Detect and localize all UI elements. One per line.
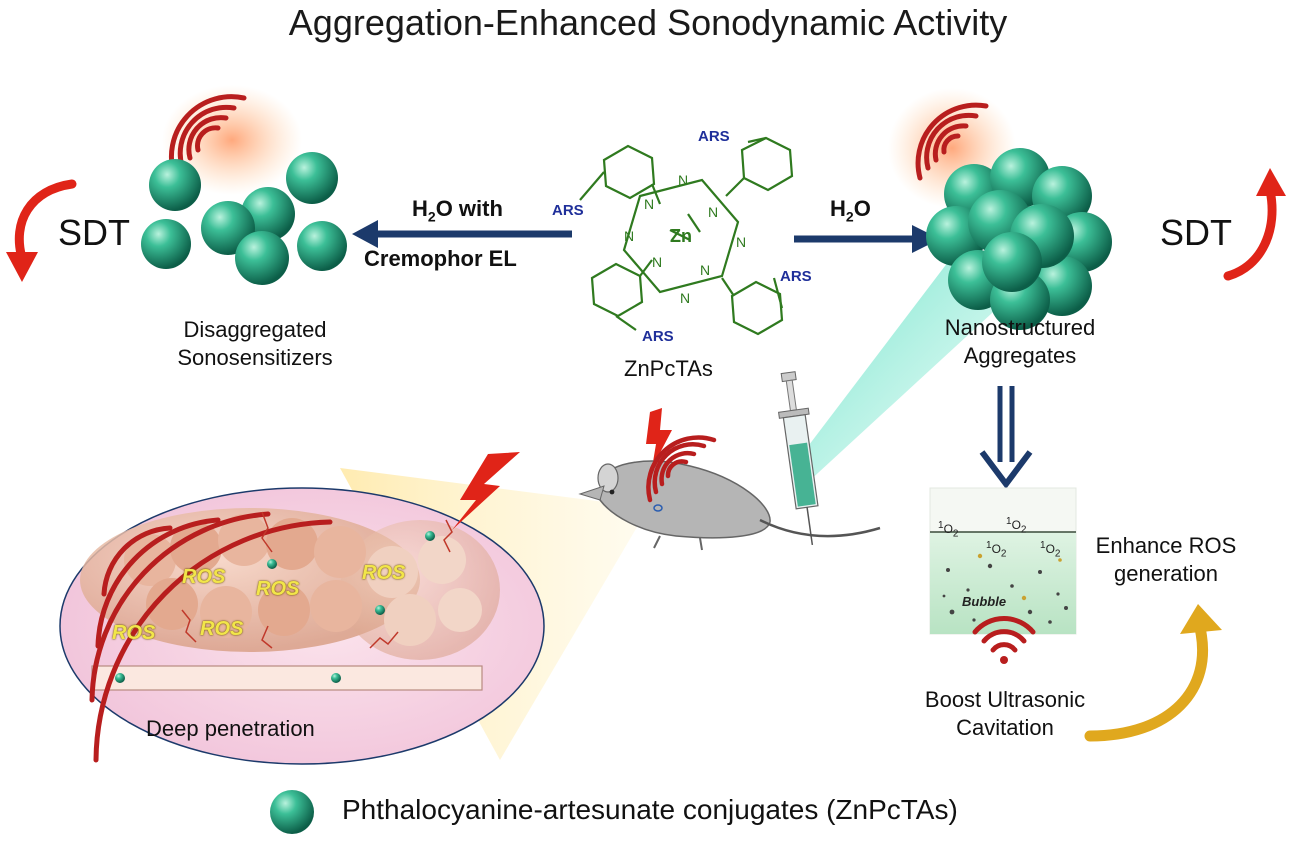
aggregate-ultrasound-wave-icon [915, 102, 989, 181]
singlet-oxygen-label: 1O2 [1006, 516, 1027, 536]
molecule-name: ZnPcTAs [624, 356, 713, 381]
drug-particles [115, 531, 435, 683]
bubble-label: Bubble [962, 594, 1007, 609]
nitrogen-label: N [644, 196, 655, 212]
lightning-icon-small [646, 408, 672, 468]
water-label: H2O [830, 196, 871, 225]
singlet-oxygen-label: 1O2 [986, 540, 1007, 560]
deep-penetration-label: Deep penetration [146, 716, 315, 741]
ultrasound-emitter-icon [972, 616, 1036, 664]
ros-label: ROS [200, 618, 244, 640]
singlet-oxygen-label: 1O2 [1040, 540, 1061, 560]
cremophor-arrow [352, 220, 572, 248]
ars-substituent-right: ARS [780, 268, 812, 285]
cremophor-label-line2: Cremophor EL [364, 246, 517, 271]
sphere [297, 221, 347, 271]
damage-cracks [181, 511, 453, 649]
zinc-atom-label: Zn [670, 226, 692, 246]
nanostructured-aggregates-cluster [926, 148, 1112, 330]
sphere [235, 231, 289, 285]
ultrasound-glow [162, 85, 302, 195]
ros-label: ROS [182, 566, 226, 588]
nitrogen-label: N [700, 262, 711, 278]
lightning-icon [452, 452, 520, 530]
ars-substituent-bottom: ARS [642, 328, 674, 345]
double-down-arrow [979, 386, 1033, 489]
zinc-phthalocyanine-structure [579, 136, 794, 336]
sdt-increase-arrow-icon [1223, 168, 1286, 281]
page-title: Aggregation-Enhanced Sonodynamic Activit… [288, 2, 1008, 43]
tumor-zoom-ellipse [59, 487, 545, 765]
ars-substituent-left: ARS [552, 202, 584, 219]
disaggregated-sonosensitizers-cluster [141, 85, 347, 285]
sphere [286, 152, 338, 204]
sdt-decrease-arrow-icon [6, 179, 77, 282]
mouse-ultrasound-icon [646, 435, 717, 503]
sphere [149, 159, 201, 211]
penetration-waves [89, 511, 333, 763]
nitrogen-label: N [708, 204, 719, 220]
injection-beam [790, 262, 1004, 484]
ros-label: ROS [112, 622, 156, 644]
ros-label: ROS [256, 578, 300, 600]
nitrogen-label: N [736, 234, 747, 250]
ultrasound-wave-icon [168, 94, 247, 177]
nitrogen-label: N [678, 172, 689, 188]
sdt-label-right: SDT [1160, 212, 1232, 253]
blood-vessel [91, 665, 483, 691]
ars-substituent-top: ARS [698, 128, 730, 145]
cavitation-panel [929, 487, 1077, 635]
feedback-cycle-arrow-icon [1084, 604, 1222, 742]
syringe-icon [778, 371, 819, 546]
legend-label: Phthalocyanine-artesunate conjugates (Zn… [342, 794, 958, 825]
sphere [141, 219, 191, 269]
ros-label: ROS [362, 562, 406, 584]
singlet-oxygen-label: 1O2 [938, 520, 959, 540]
nitrogen-label: N [652, 254, 663, 270]
nitrogen-label: N [624, 228, 635, 244]
nitrogen-label: N [680, 290, 691, 306]
water-arrow [794, 225, 940, 253]
sdt-label-left: SDT [58, 212, 130, 253]
legend-sphere-icon [270, 790, 314, 834]
cremophor-label-line1: H2O with [412, 196, 503, 225]
